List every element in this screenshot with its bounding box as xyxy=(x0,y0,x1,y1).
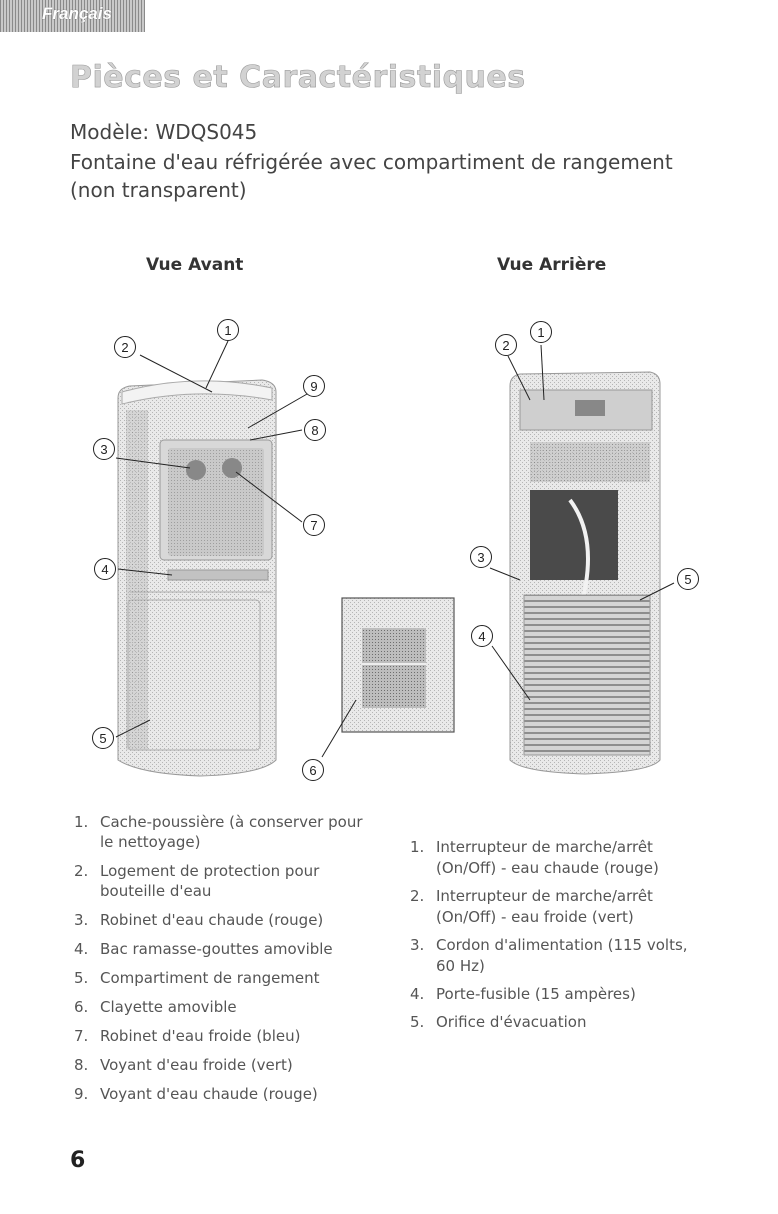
front-callout-2: 2 xyxy=(114,336,136,358)
front-callouts: 1 2 3 4 5 6 7 8 9 xyxy=(92,319,326,781)
list-item: 2.Logement de protection pour bouteille … xyxy=(74,862,320,900)
list-item: 3.Robinet d'eau chaude (rouge) xyxy=(74,911,324,929)
svg-text:5: 5 xyxy=(99,731,106,746)
list-item: 4.Bac ramasse-gouttes amovible xyxy=(74,940,333,958)
rear-callouts: 1 2 3 4 5 xyxy=(470,321,699,647)
list-item: 5.Orifice d'évacuation xyxy=(410,1013,587,1031)
svg-text:1: 1 xyxy=(224,323,231,338)
leader-lines xyxy=(115,340,675,758)
list-item: 3.Cordon d'alimentation (115 volts, 60 H… xyxy=(410,936,688,975)
svg-text:9: 9 xyxy=(310,379,317,394)
svg-text:4: 4 xyxy=(478,629,485,644)
front-callout-5: 5 xyxy=(92,727,114,749)
list-item: 8.Voyant d'eau froide (vert) xyxy=(74,1056,293,1074)
list-item: 2.Interrupteur de marche/arrêt (On/Off) … xyxy=(410,887,653,926)
svg-text:2: 2 xyxy=(121,340,128,355)
svg-text:5: 5 xyxy=(684,572,691,587)
svg-text:3: 3 xyxy=(477,550,484,565)
model-number: Modèle: WDQS045 xyxy=(70,120,258,144)
page-number: 6 xyxy=(70,1148,86,1173)
list-item: 7.Robinet d'eau froide (bleu) xyxy=(74,1027,301,1045)
list-item: 4.Porte-fusible (15 ampères) xyxy=(410,985,636,1003)
svg-text:2: 2 xyxy=(502,338,509,353)
svg-text:7: 7 xyxy=(310,518,317,533)
svg-text:3: 3 xyxy=(100,442,107,457)
front-callout-6: 6 xyxy=(302,759,324,781)
rear-callout-5: 5 xyxy=(677,568,699,590)
svg-text:4: 4 xyxy=(101,562,108,577)
rear-callout-4: 4 xyxy=(471,625,493,647)
page-title: Pièces et Caractéristiques xyxy=(70,60,526,96)
front-callout-7: 7 xyxy=(303,514,325,536)
front-callout-4: 4 xyxy=(94,558,116,580)
language-tab-label: Français xyxy=(42,4,112,23)
list-item: 6.Clayette amovible xyxy=(74,998,237,1016)
list-item: 1.Cache-poussière (à conserver pour le n… xyxy=(74,813,363,851)
svg-text:6: 6 xyxy=(309,763,316,778)
front-callout-9: 9 xyxy=(303,375,325,397)
svg-text:1: 1 xyxy=(537,325,544,340)
front-callout-3: 3 xyxy=(93,438,115,460)
svg-text:8: 8 xyxy=(311,423,318,438)
rear-callout-1: 1 xyxy=(530,321,552,343)
front-callout-8: 8 xyxy=(304,419,326,441)
rear-view-title: Vue Arrière xyxy=(497,255,607,275)
rear-cooler-illustration xyxy=(509,371,661,775)
rear-parts-list: 1.Interrupteur de marche/arrêt (On/Off) … xyxy=(410,837,710,1040)
product-description: Fontaine d'eau réfrigérée avec compartim… xyxy=(70,150,673,202)
front-parts-list: 1.Cache-poussière (à conserver pour le n… xyxy=(74,812,374,1113)
storage-inset-illustration xyxy=(341,597,455,733)
list-item: 5.Compartiment de rangement xyxy=(74,969,320,987)
rear-callout-3: 3 xyxy=(470,546,492,568)
product-diagram: 1 2 3 4 5 6 7 8 9 1 2 3 4 5 xyxy=(92,319,699,781)
front-view-title: Vue Avant xyxy=(146,255,244,275)
front-callout-1: 1 xyxy=(217,319,239,341)
language-tab: Français xyxy=(0,0,145,32)
list-item: 1.Interrupteur de marche/arrêt (On/Off) … xyxy=(410,838,659,877)
rear-callout-2: 2 xyxy=(495,334,517,356)
list-item: 9.Voyant d'eau chaude (rouge) xyxy=(74,1085,318,1103)
